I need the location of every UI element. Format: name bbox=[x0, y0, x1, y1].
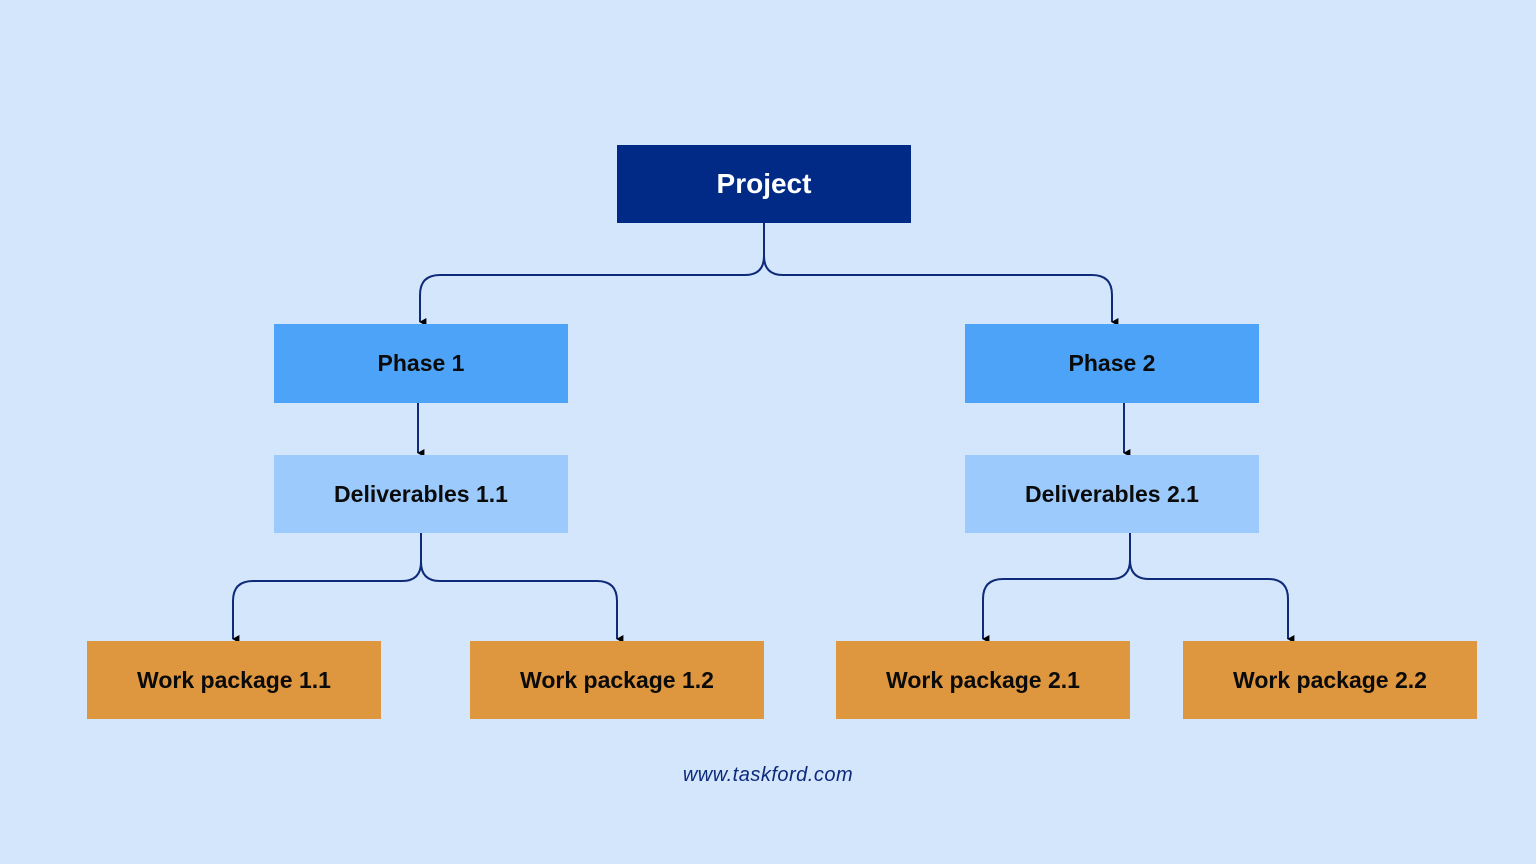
connector-project-phase-2 bbox=[763, 255, 1119, 326]
connector-deliverables-2-1-wp-2-1 bbox=[982, 533, 1131, 643]
footer-website-link[interactable]: www.taskford.com bbox=[682, 764, 854, 786]
deliverables-1-1-label: Deliverables 1.1 bbox=[334, 480, 508, 507]
work-package-1-1-node: Work package 1.1 bbox=[87, 641, 381, 719]
deliverables-2-1-label: Deliverables 2.1 bbox=[1025, 480, 1199, 507]
work-package-2-2-label: Work package 2.2 bbox=[1233, 666, 1427, 693]
project-node: Project bbox=[617, 145, 911, 223]
deliverables-2-1-node: Deliverables 2.1 bbox=[965, 455, 1259, 533]
connector-deliverables-1-1-wp-1-2 bbox=[420, 561, 624, 643]
phase-2-node: Phase 2 bbox=[965, 324, 1259, 403]
work-package-2-1-node: Work package 2.1 bbox=[836, 641, 1130, 719]
work-package-1-2-node: Work package 1.2 bbox=[470, 641, 764, 719]
work-package-1-1-label: Work package 1.1 bbox=[137, 666, 331, 693]
project-label: Project bbox=[716, 168, 812, 199]
work-package-2-2-node: Work package 2.2 bbox=[1183, 641, 1477, 719]
phase-1-node: Phase 1 bbox=[274, 324, 568, 403]
deliverables-1-1-node: Deliverables 1.1 bbox=[274, 455, 568, 533]
connector-project-phase-1 bbox=[419, 223, 765, 326]
work-package-1-2-label: Work package 1.2 bbox=[520, 666, 714, 693]
phase-2-label: Phase 2 bbox=[1068, 350, 1156, 376]
connector-deliverables-1-1-wp-1-1 bbox=[232, 533, 422, 643]
connector-deliverables-2-1-wp-2-2 bbox=[1129, 559, 1295, 643]
phase-1-label: Phase 1 bbox=[377, 350, 465, 376]
work-package-2-1-label: Work package 2.1 bbox=[886, 666, 1080, 693]
